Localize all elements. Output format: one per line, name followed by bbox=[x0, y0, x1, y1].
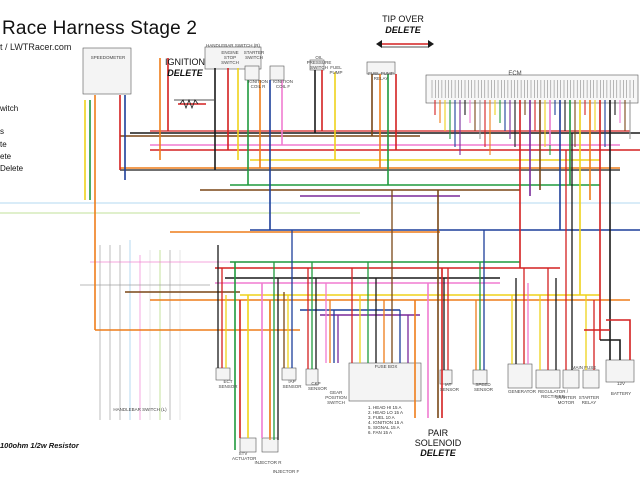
fuse-line: 6. FAN 15 A bbox=[368, 430, 393, 435]
fuel-pump-relay-box bbox=[366, 61, 396, 75]
ignition-coil-r-label: IGNITION COIL R bbox=[248, 79, 268, 89]
page-title: Race Harness Stage 2 bbox=[2, 18, 198, 39]
oil-pressure-label: OIL PRESSURE SWITCH bbox=[306, 55, 332, 70]
gear-position-label: GEAR POSITION SWITCH bbox=[325, 390, 347, 405]
speed-sensor-label: SPEED SENSOR bbox=[474, 382, 494, 392]
tip-over-label: TIP OVER bbox=[382, 14, 424, 24]
starter-motor-label: STARTER MOTOR bbox=[555, 395, 577, 405]
legend-item: witch bbox=[0, 104, 19, 113]
stv-actuator-label: STV ACTUATOR bbox=[232, 451, 257, 461]
ignition-coil-f-label: IGNITION COIL F bbox=[273, 79, 293, 89]
engine-stop-label: ENGINE STOP SWITCH bbox=[221, 50, 239, 65]
generator-label: GENERATOR bbox=[507, 389, 537, 394]
ignition-coil-r-box bbox=[244, 65, 260, 81]
iap-sensor-box bbox=[281, 367, 297, 381]
iap-sensor-label: IAP SENSOR bbox=[282, 379, 302, 389]
legend-item: ete bbox=[0, 152, 12, 161]
injector-f-label: INJECTOR F bbox=[272, 469, 300, 474]
tip-over-arrow bbox=[428, 40, 434, 48]
fuse-line: 3. FUEL 10 A bbox=[368, 415, 395, 420]
regulator-box bbox=[535, 369, 561, 389]
starter-relay-label: STARTER RELAY bbox=[578, 395, 600, 405]
speedometer-label: SPEEDOMETER bbox=[90, 55, 126, 60]
battery-label: BATTERY bbox=[610, 391, 632, 396]
oil-pressure-box bbox=[309, 59, 325, 71]
starter-motor-box bbox=[562, 369, 580, 389]
handlebar-switch-r-box bbox=[204, 46, 262, 70]
ignition-coil-f-box bbox=[269, 65, 285, 81]
starter-relay-box bbox=[582, 369, 600, 389]
legend-item: s bbox=[0, 127, 4, 136]
fuse-line: 2. HEAD LO 15 A bbox=[368, 410, 404, 415]
page-subtitle: t / LWTRacer.com bbox=[0, 42, 72, 52]
tip-over-arrow bbox=[376, 40, 382, 48]
regulator-label: REGULATOR / RECTIFIER bbox=[537, 389, 569, 399]
tip-over-delete: DELETE bbox=[385, 25, 421, 35]
ignition-label: IGNITION bbox=[165, 57, 205, 67]
ect-sensor-box bbox=[215, 367, 231, 381]
fuse-box-box bbox=[348, 362, 422, 402]
injector-f-box bbox=[261, 437, 279, 453]
handlebar-switch-l-label: HANDLEBAR SWITCH (L) bbox=[113, 407, 167, 412]
fuel-pump-relay-label: FUEL PUMP RELAY bbox=[368, 71, 394, 81]
main-fuse-label: MAIN FUSE bbox=[571, 365, 597, 370]
fuse-line: 4. IGNITION 15 A bbox=[368, 420, 404, 425]
ckp-sensor-label: CKP SENSOR bbox=[308, 381, 328, 391]
injector-r-box bbox=[239, 437, 257, 453]
iat-sensor-box bbox=[439, 369, 453, 385]
battery-volt-label: 12V bbox=[616, 381, 625, 386]
iat-sensor-label: IAT SENSOR bbox=[440, 382, 460, 392]
speedometer-box bbox=[82, 47, 132, 95]
fuse-line: 1. HEAD HI 15 A bbox=[368, 405, 402, 410]
battery-box bbox=[605, 359, 635, 383]
handlebar-switch-r-label: HANDLEBAR SWITCH (R) bbox=[205, 43, 260, 48]
legend-item: te bbox=[0, 140, 7, 149]
injector-r-label: INJECTOR R bbox=[254, 460, 282, 465]
wire-black bbox=[600, 339, 621, 360]
ecm-label: ECM bbox=[508, 71, 522, 77]
wire-red bbox=[606, 319, 631, 360]
ignition-delete: DELETE bbox=[167, 68, 203, 78]
pair-solenoid-label: SOLENOID bbox=[414, 438, 462, 448]
fuel-pump-label: FUEL PUMP bbox=[329, 65, 343, 75]
fuse-box-label: FUSE BOX bbox=[374, 364, 398, 369]
legend-item: Delete bbox=[0, 164, 24, 173]
pair-label: PAIR bbox=[427, 428, 449, 438]
pair-delete: DELETE bbox=[420, 448, 456, 458]
ect-sensor-label: ECT SENSOR bbox=[218, 379, 238, 389]
fuse-line: 5. SIGNAL 15 A bbox=[368, 425, 400, 430]
starter-switch-label: STARTER SWITCH bbox=[243, 50, 265, 60]
resistor-note: 100ohm 1/2w Resistor bbox=[0, 441, 79, 450]
ecm-box bbox=[425, 74, 639, 104]
generator-box bbox=[507, 363, 533, 389]
resistor bbox=[179, 98, 199, 110]
